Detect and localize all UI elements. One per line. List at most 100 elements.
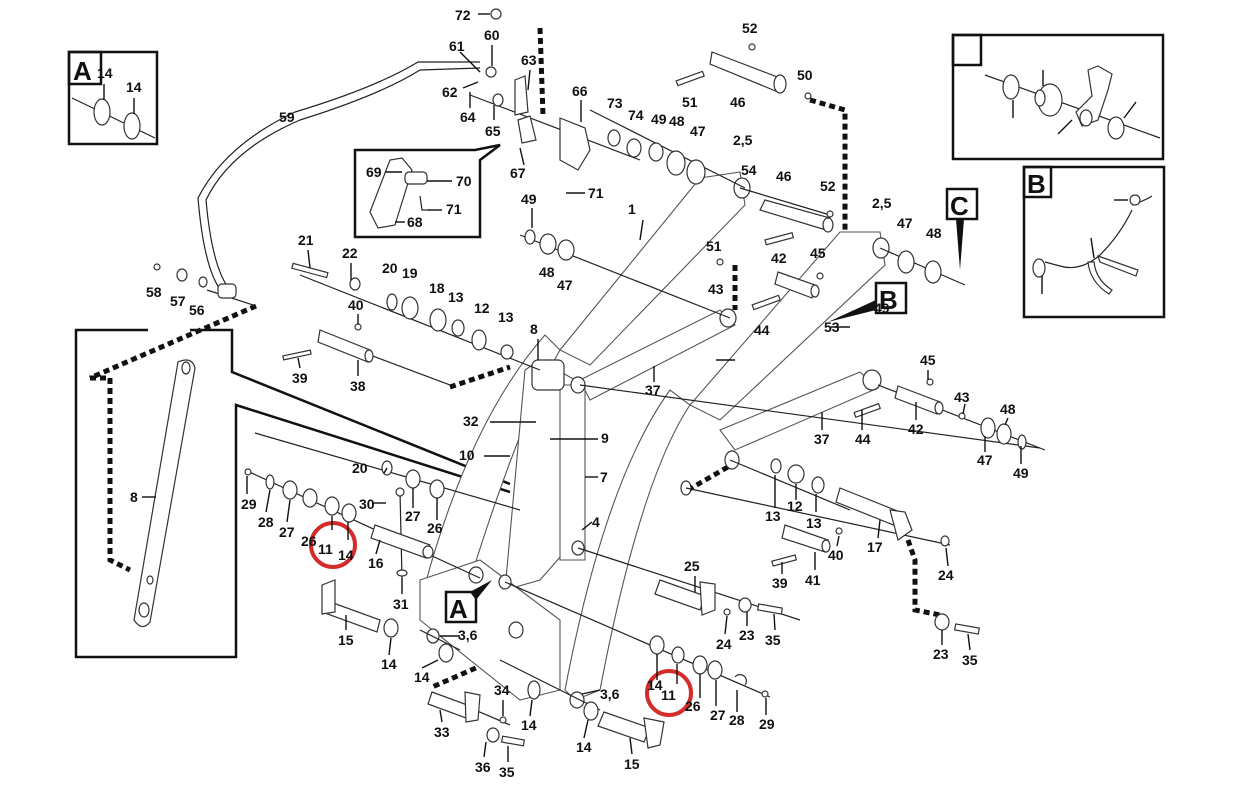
part-label: 20 bbox=[352, 460, 368, 476]
part-label: 14 bbox=[414, 669, 430, 685]
callout-b-letter: B bbox=[879, 285, 898, 315]
part-label: 19 bbox=[402, 265, 418, 281]
part-label: 51 bbox=[682, 94, 698, 110]
part-label: 54 bbox=[741, 162, 757, 178]
part-label: 2,5 bbox=[872, 195, 892, 211]
part-label: 37 bbox=[814, 431, 830, 447]
part-label: 29 bbox=[759, 716, 775, 732]
part-label: 63 bbox=[521, 52, 537, 68]
part-label: 42 bbox=[908, 421, 924, 437]
part-label: 12 bbox=[787, 498, 803, 514]
part-label: 28 bbox=[258, 514, 274, 530]
detail-box-a: A 14 14 bbox=[67, 50, 159, 146]
part-label: 14 bbox=[521, 717, 537, 733]
part-label: 42 bbox=[771, 250, 787, 266]
detail-box-a-letter: A bbox=[73, 56, 92, 86]
part-label: 26 bbox=[685, 698, 701, 714]
callout-marker-c: C bbox=[945, 187, 979, 270]
part-label: 25 bbox=[684, 558, 700, 574]
part-label: 39 bbox=[772, 575, 788, 591]
part-label: 58 bbox=[146, 284, 162, 300]
part-label: 60 bbox=[484, 27, 500, 43]
part-label: 17 bbox=[867, 539, 883, 555]
part-label: 52 bbox=[742, 20, 758, 36]
part-label: 56 bbox=[189, 302, 205, 318]
part-label: 69 bbox=[366, 164, 382, 180]
callout-marker-a: A bbox=[444, 580, 492, 624]
part-label: 43 bbox=[708, 281, 724, 297]
part-label: 9 bbox=[601, 430, 609, 446]
part-label: 26 bbox=[427, 520, 443, 536]
part-label: 35 bbox=[499, 764, 515, 780]
part-label: 47 bbox=[690, 123, 706, 139]
callout-a-letter: A bbox=[449, 594, 468, 624]
part-label: 3,6 bbox=[600, 686, 620, 702]
part-label: 48 bbox=[1000, 401, 1016, 417]
part-label: 11 bbox=[318, 541, 333, 557]
part-label: 51 bbox=[706, 238, 722, 254]
part-label: 48 bbox=[539, 264, 555, 280]
part-label: 45 bbox=[810, 245, 826, 261]
part-label: 43 bbox=[954, 389, 970, 405]
callout-marker-b: B bbox=[828, 281, 908, 322]
part-label: 27 bbox=[405, 508, 421, 524]
part-label: 71 bbox=[588, 185, 604, 201]
part-label: 22 bbox=[342, 245, 358, 261]
part-label: 16 bbox=[368, 555, 384, 571]
part-label: 67 bbox=[510, 165, 526, 181]
part-label: 35 bbox=[765, 632, 781, 648]
part-label: 39 bbox=[292, 370, 308, 386]
part-label: 65 bbox=[485, 123, 501, 139]
part-label: 8 bbox=[530, 321, 538, 337]
part-label: 64 bbox=[460, 109, 476, 125]
part-label: 44 bbox=[855, 431, 871, 447]
part-label: 27 bbox=[710, 707, 726, 723]
part-label: 48 bbox=[669, 113, 685, 129]
part-label: 74 bbox=[628, 107, 644, 123]
part-label: 4 bbox=[592, 514, 600, 530]
loader-arm-frame bbox=[419, 171, 890, 709]
part-label: 68 bbox=[407, 214, 423, 230]
part-label: 35 bbox=[962, 652, 978, 668]
part-label: 14 bbox=[381, 656, 397, 672]
detail-box-b-letter: B bbox=[1027, 169, 1046, 199]
part-label: 45 bbox=[920, 352, 936, 368]
part-label: 71 bbox=[446, 201, 462, 217]
part-label: 49 bbox=[1013, 465, 1029, 481]
part-label: 20 bbox=[382, 260, 398, 276]
part-label: 72 bbox=[455, 7, 471, 23]
part-label: 73 bbox=[607, 95, 623, 111]
leader-lines bbox=[246, 13, 1022, 762]
part-label: 44 bbox=[754, 322, 770, 338]
part-label: 47 bbox=[897, 215, 913, 231]
part-label: 2,5 bbox=[733, 132, 753, 148]
part-label: 48 bbox=[926, 225, 942, 241]
dashed-connectors bbox=[89, 27, 941, 691]
detail-box-b: B bbox=[1022, 165, 1166, 319]
part-label: 70 bbox=[456, 173, 472, 189]
detail-box-c bbox=[951, 33, 1165, 161]
part-label: 57 bbox=[170, 293, 186, 309]
part-label: 13 bbox=[806, 515, 822, 531]
detail-box-link-8: 8 bbox=[74, 328, 511, 659]
part-label: 41 bbox=[805, 572, 821, 588]
part-label: 50 bbox=[797, 67, 813, 83]
part-label: 18 bbox=[429, 280, 445, 296]
part-label: 30 bbox=[359, 496, 375, 512]
part-label: 14 bbox=[647, 677, 663, 693]
shaft-axes bbox=[197, 61, 1046, 726]
part-label: 59 bbox=[279, 109, 295, 125]
part-label: 46 bbox=[730, 94, 746, 110]
highlight-circle-part-11-left bbox=[309, 521, 357, 569]
part-label: 38 bbox=[350, 378, 366, 394]
part-label: 14 bbox=[576, 739, 592, 755]
part-label: 28 bbox=[729, 712, 745, 728]
part-label: 36 bbox=[475, 759, 491, 775]
part-label: 37 bbox=[645, 382, 661, 398]
part-label: 33 bbox=[434, 724, 450, 740]
part-label: 66 bbox=[572, 83, 588, 99]
part-label: 34 bbox=[494, 682, 510, 698]
part-label: 47 bbox=[557, 277, 573, 293]
part-label: 23 bbox=[933, 646, 949, 662]
part-label: 29 bbox=[241, 496, 257, 512]
